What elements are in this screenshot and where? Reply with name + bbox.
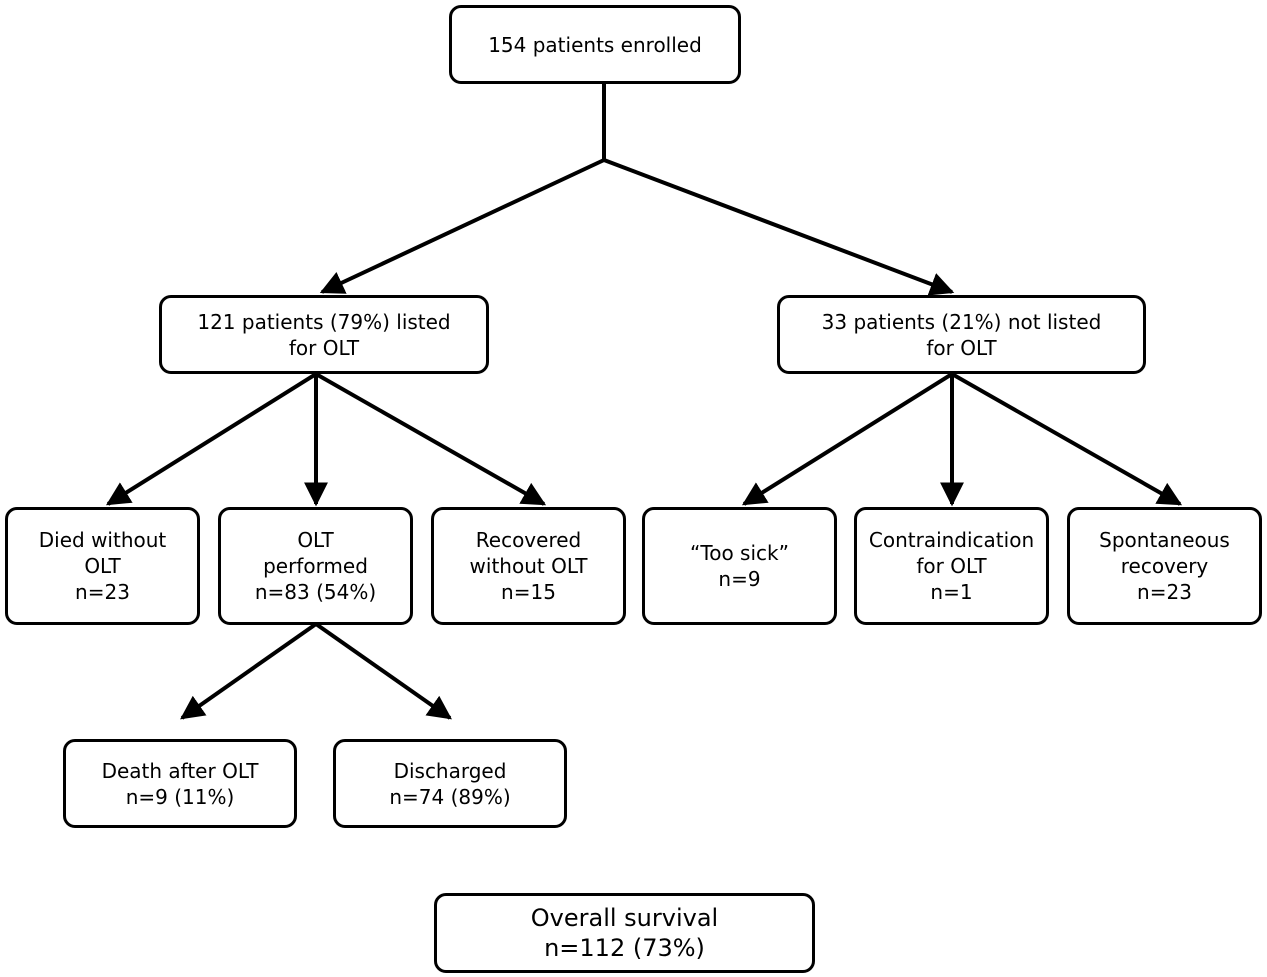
node-died-without-olt-line-1: Died without xyxy=(38,528,167,552)
edge-listed-to-recovered-without xyxy=(315,372,547,506)
node-died-without-olt-line-3: n=23 xyxy=(75,580,130,604)
node-recovered-without-olt-line-2: without OLT xyxy=(469,554,588,578)
node-died-without-olt-line-2: OLT xyxy=(84,554,121,578)
node-contraindication-line-2: for OLT xyxy=(916,554,987,578)
node-too-sick-line-1: “Too sick” xyxy=(690,541,789,565)
node-discharged: Discharged n=74 (89%) xyxy=(333,739,567,828)
node-recovered-without-olt: Recovered without OLT n=15 xyxy=(431,507,626,625)
node-death-after-olt-line-1: Death after OLT xyxy=(101,758,259,783)
node-listed: 121 patients (79%) listed for OLT xyxy=(159,295,489,374)
node-olt-performed-line-1: OLT xyxy=(297,528,334,552)
node-died-without-olt: Died without OLT n=23 xyxy=(5,507,200,625)
node-too-sick: “Too sick” n=9 xyxy=(642,507,837,625)
node-olt-performed-line-3: n=83 (54%) xyxy=(254,580,377,604)
node-olt-performed: OLT performed n=83 (54%) xyxy=(218,507,413,625)
node-not-listed-line-1: 33 patients (21%) not listed xyxy=(821,309,1102,334)
node-contraindication: Contraindication for OLT n=1 xyxy=(854,507,1049,625)
node-spontaneous-recovery-line-3: n=23 xyxy=(1137,580,1192,604)
node-enrolled: 154 patients enrolled xyxy=(449,5,741,84)
node-recovered-without-olt-line-1: Recovered xyxy=(475,528,582,552)
node-enrolled-line-1: 154 patients enrolled xyxy=(488,32,702,57)
node-discharged-line-2: n=74 (89%) xyxy=(389,784,511,809)
node-listed-line-1: 121 patients (79%) listed xyxy=(197,309,451,334)
edge-not-listed-to-spontaneous xyxy=(951,372,1183,506)
edge-enrolled-to-listed xyxy=(319,158,605,294)
node-overall-survival-line-1: Overall survival xyxy=(530,904,719,932)
node-olt-performed-line-2: performed xyxy=(263,554,368,578)
edge-olt-to-discharged xyxy=(314,622,452,720)
node-death-after-olt-line-2: n=9 (11%) xyxy=(125,784,235,809)
node-not-listed: 33 patients (21%) not listed for OLT xyxy=(777,295,1146,374)
edge-not-listed-to-too-sick xyxy=(741,372,954,506)
node-spontaneous-recovery: Spontaneous recovery n=23 xyxy=(1067,507,1262,625)
node-contraindication-line-1: Contraindication xyxy=(868,528,1035,552)
node-overall-survival: Overall survival n=112 (73%) xyxy=(434,893,815,973)
node-too-sick-line-2: n=9 xyxy=(718,567,761,591)
node-overall-survival-line-2: n=112 (73%) xyxy=(544,934,705,962)
node-listed-line-2: for OLT xyxy=(288,335,360,360)
node-recovered-without-olt-line-3: n=15 xyxy=(501,580,556,604)
edge-olt-to-death-after xyxy=(180,622,318,720)
node-not-listed-line-2: for OLT xyxy=(926,335,997,360)
node-contraindication-line-3: n=1 xyxy=(930,580,973,604)
node-spontaneous-recovery-line-1: Spontaneous xyxy=(1099,528,1230,552)
node-spontaneous-recovery-line-2: recovery xyxy=(1120,554,1209,578)
edge-enrolled-to-not-listed xyxy=(603,158,955,296)
edge-listed-to-died-without xyxy=(105,372,318,506)
node-death-after-olt: Death after OLT n=9 (11%) xyxy=(63,739,297,828)
node-discharged-line-1: Discharged xyxy=(393,758,507,783)
